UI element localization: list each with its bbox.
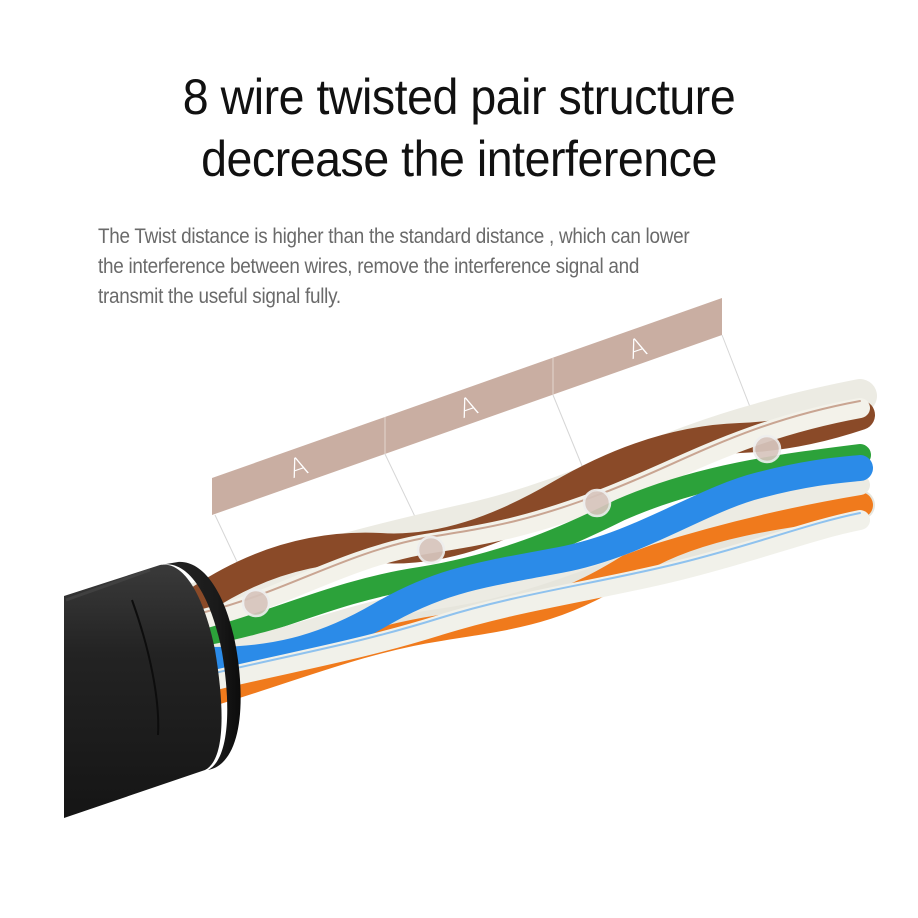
twist-marker-4: [752, 434, 782, 464]
twist-markers: [241, 434, 782, 618]
heading-line-1: 8 wire twisted pair structure: [182, 69, 736, 125]
wire-bundle: [178, 379, 877, 708]
twist-marker-1: [241, 588, 271, 618]
twist-distance-band: A A A: [212, 298, 722, 515]
twist-marker-2: [416, 535, 446, 565]
green-wire: [194, 444, 871, 651]
blue-wire: [197, 455, 873, 673]
cable-jacket: [64, 561, 241, 818]
heading-line-2: decrease the interference: [201, 131, 717, 187]
description-line-3: transmit the useful signal fully.: [98, 285, 341, 308]
description-line-2: the interference between wires, remove t…: [98, 255, 640, 278]
description-line-1: The Twist distance is higher than the st…: [98, 225, 690, 248]
twist-marker-3: [582, 488, 612, 518]
